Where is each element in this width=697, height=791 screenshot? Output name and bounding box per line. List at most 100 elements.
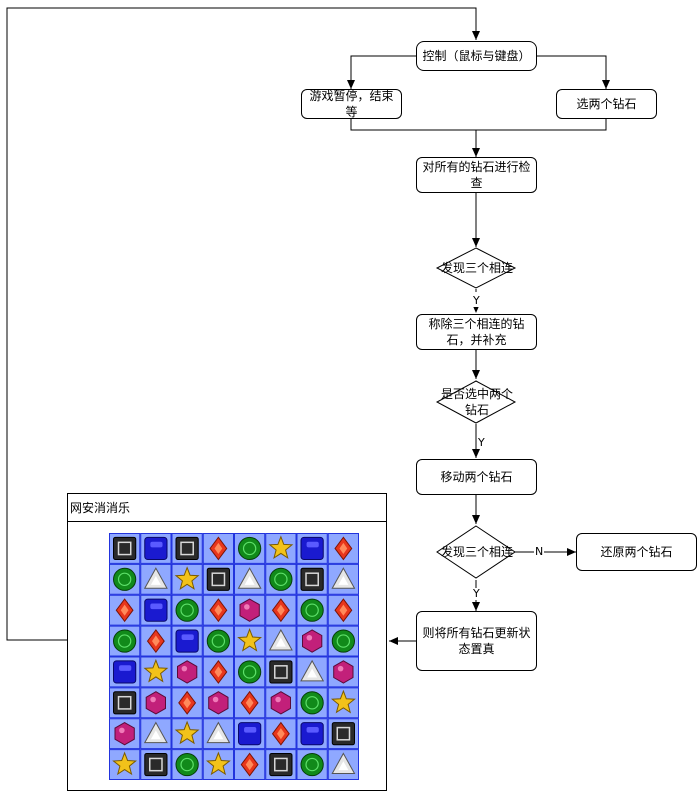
board-cell[interactable]: [202, 594, 234, 626]
board-cell[interactable]: [202, 625, 234, 657]
board-cell[interactable]: [265, 687, 297, 719]
white-triangle-gem-icon[interactable]: [206, 721, 231, 744]
gold-star-gem-icon[interactable]: [330, 689, 356, 714]
gold-star-gem-icon[interactable]: [112, 751, 138, 776]
red-diamond-gem-icon[interactable]: [146, 629, 165, 654]
board-cell[interactable]: [265, 533, 297, 564]
board-cell[interactable]: [296, 718, 328, 750]
board-cell[interactable]: [234, 625, 266, 657]
silver-square-gem-icon[interactable]: [175, 536, 199, 561]
blue-square-gem-icon[interactable]: [300, 536, 324, 561]
board-cell[interactable]: [234, 594, 266, 626]
silver-square-gem-icon[interactable]: [269, 660, 293, 684]
red-diamond-gem-icon[interactable]: [209, 598, 228, 623]
magenta-hex-gem-icon[interactable]: [177, 660, 198, 684]
board-cell[interactable]: [296, 594, 328, 626]
board-cell[interactable]: [265, 625, 297, 657]
board-cell[interactable]: [296, 687, 328, 719]
board-cell[interactable]: [140, 533, 172, 564]
green-circle-gem-icon[interactable]: [238, 536, 262, 561]
magenta-hex-gem-icon[interactable]: [239, 598, 260, 622]
board-cell[interactable]: [171, 533, 203, 564]
board-cell[interactable]: [202, 563, 234, 595]
magenta-hex-gem-icon[interactable]: [114, 722, 135, 746]
magenta-hex-gem-icon[interactable]: [208, 691, 229, 715]
board-cell[interactable]: [327, 749, 359, 780]
green-circle-gem-icon[interactable]: [269, 567, 293, 591]
magenta-hex-gem-icon[interactable]: [145, 691, 166, 715]
board-cell[interactable]: [234, 718, 266, 750]
board-cell[interactable]: [327, 563, 359, 595]
board-cell[interactable]: [265, 594, 297, 626]
board-cell[interactable]: [202, 533, 234, 564]
board-cell[interactable]: [171, 749, 203, 780]
board-cell[interactable]: [296, 563, 328, 595]
board-cell[interactable]: [109, 625, 141, 657]
board-cell[interactable]: [202, 749, 234, 780]
board-cell[interactable]: [171, 563, 203, 595]
board-cell[interactable]: [140, 718, 172, 750]
silver-square-gem-icon[interactable]: [269, 752, 293, 777]
board-cell[interactable]: [234, 749, 266, 780]
silver-square-gem-icon[interactable]: [144, 752, 168, 777]
silver-square-gem-icon[interactable]: [113, 691, 137, 715]
gold-star-gem-icon[interactable]: [268, 535, 294, 560]
board-cell[interactable]: [296, 625, 328, 657]
red-diamond-gem-icon[interactable]: [178, 690, 197, 715]
red-diamond-gem-icon[interactable]: [334, 536, 353, 561]
green-circle-gem-icon[interactable]: [300, 691, 324, 715]
green-circle-gem-icon[interactable]: [175, 752, 199, 777]
board-cell[interactable]: [109, 533, 141, 564]
board-cell[interactable]: [296, 656, 328, 688]
board-cell[interactable]: [327, 656, 359, 688]
red-diamond-gem-icon[interactable]: [115, 598, 134, 623]
board-cell[interactable]: [296, 749, 328, 780]
red-diamond-gem-icon[interactable]: [271, 598, 290, 623]
board-cell[interactable]: [140, 687, 172, 719]
magenta-hex-gem-icon[interactable]: [302, 629, 323, 653]
gold-star-gem-icon[interactable]: [205, 751, 231, 776]
white-triangle-gem-icon[interactable]: [331, 752, 356, 774]
board-cell[interactable]: [109, 656, 141, 688]
white-triangle-gem-icon[interactable]: [237, 567, 262, 589]
board-cell[interactable]: [234, 687, 266, 719]
gold-star-gem-icon[interactable]: [174, 720, 200, 745]
board-cell[interactable]: [171, 594, 203, 626]
board-cell[interactable]: [265, 749, 297, 780]
red-diamond-gem-icon[interactable]: [209, 659, 228, 684]
board-cell[interactable]: [327, 594, 359, 626]
board-cell[interactable]: [171, 625, 203, 657]
board-cell[interactable]: [327, 625, 359, 657]
red-diamond-gem-icon[interactable]: [240, 752, 259, 777]
board-cell[interactable]: [140, 563, 172, 595]
board-cell[interactable]: [109, 563, 141, 595]
board-cell[interactable]: [171, 718, 203, 750]
gold-star-gem-icon[interactable]: [237, 628, 263, 652]
board-cell[interactable]: [140, 656, 172, 688]
green-circle-gem-icon[interactable]: [331, 629, 355, 653]
silver-square-gem-icon[interactable]: [113, 536, 137, 561]
magenta-hex-gem-icon[interactable]: [333, 660, 354, 684]
board-cell[interactable]: [171, 687, 203, 719]
blue-square-gem-icon[interactable]: [144, 536, 168, 561]
board-cell[interactable]: [140, 749, 172, 780]
board-cell[interactable]: [109, 749, 141, 780]
board-cell[interactable]: [265, 718, 297, 750]
board-cell[interactable]: [109, 594, 141, 626]
green-circle-gem-icon[interactable]: [206, 629, 230, 653]
green-circle-gem-icon[interactable]: [175, 598, 199, 622]
board-cell[interactable]: [234, 656, 266, 688]
board-cell[interactable]: [296, 533, 328, 564]
board-cell[interactable]: [202, 718, 234, 750]
green-circle-gem-icon[interactable]: [238, 660, 262, 684]
green-circle-gem-icon[interactable]: [113, 567, 137, 591]
board-cell[interactable]: [234, 533, 266, 564]
gold-star-gem-icon[interactable]: [143, 658, 169, 683]
green-circle-gem-icon[interactable]: [300, 752, 324, 777]
green-circle-gem-icon[interactable]: [300, 598, 324, 622]
board-cell[interactable]: [109, 687, 141, 719]
green-circle-gem-icon[interactable]: [113, 629, 137, 653]
white-triangle-gem-icon[interactable]: [268, 628, 293, 651]
blue-square-gem-icon[interactable]: [144, 598, 168, 622]
red-diamond-gem-icon[interactable]: [271, 721, 290, 746]
